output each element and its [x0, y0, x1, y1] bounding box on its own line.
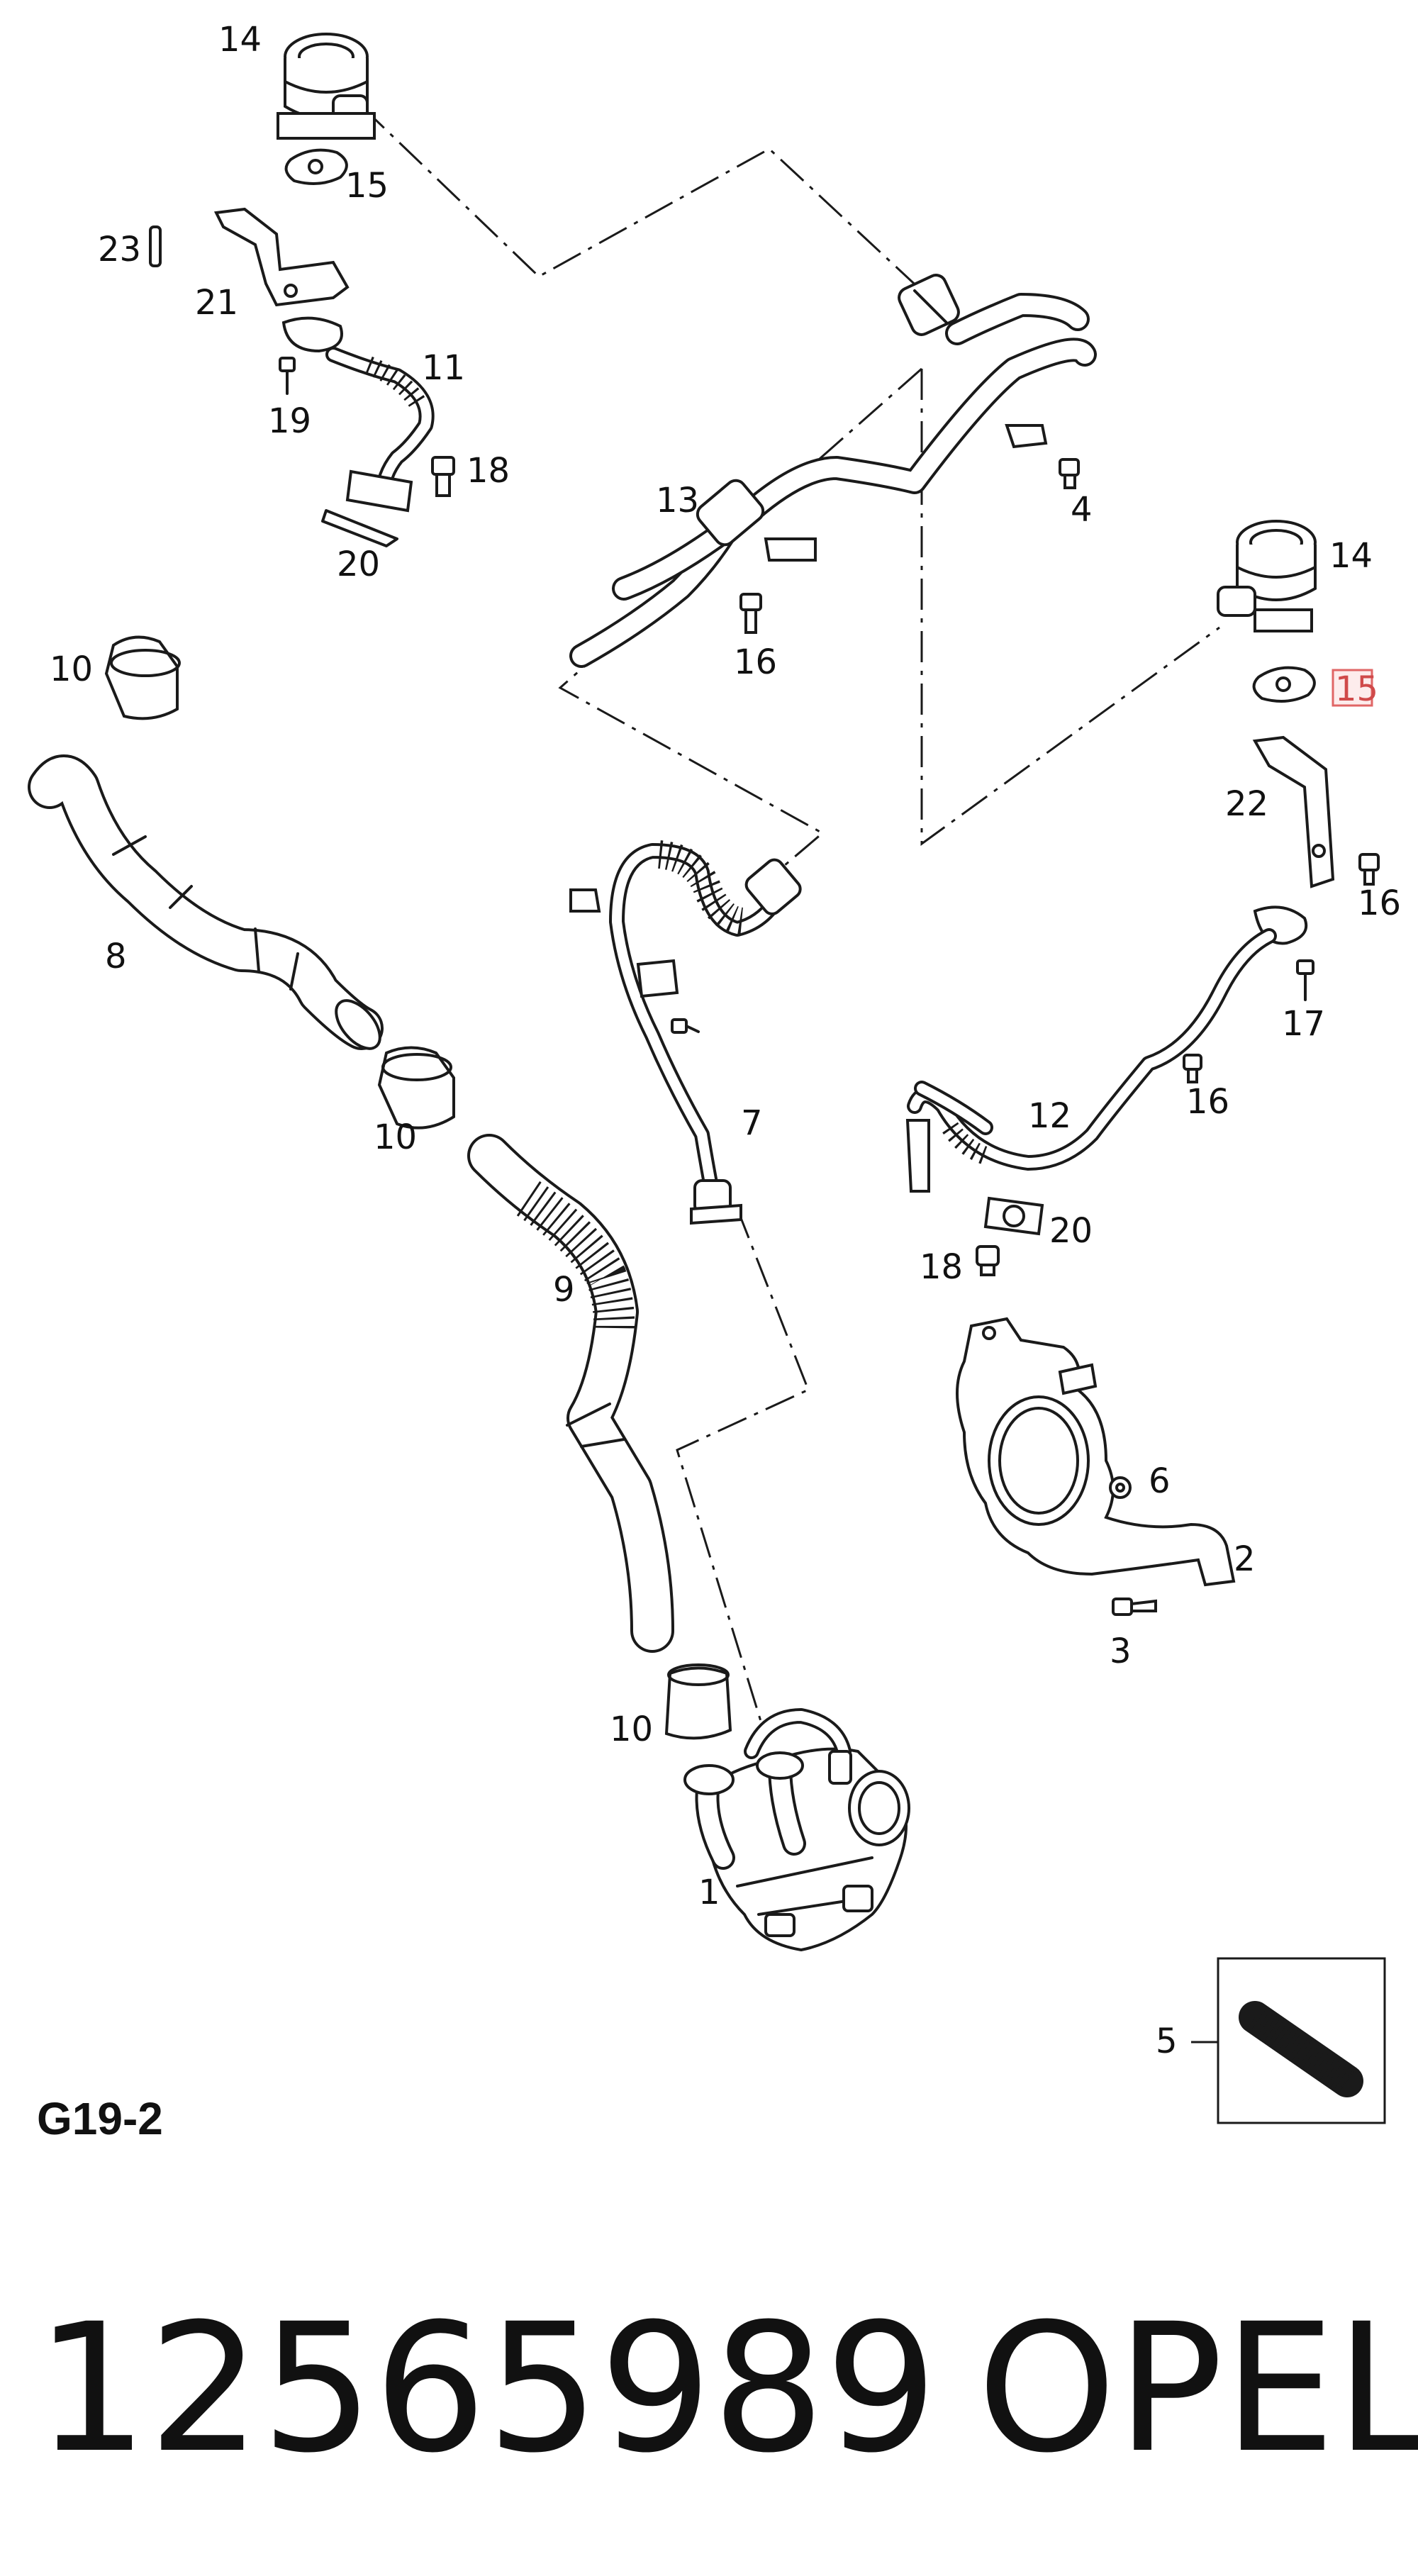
callout-14: 14: [218, 20, 262, 60]
part-9-hose: [467, 1134, 674, 1653]
callout-20: 20: [337, 545, 380, 584]
callout-16: 16: [1186, 1082, 1229, 1122]
part-15-gasket-upper: [284, 148, 348, 185]
callout-6: 6: [1149, 1461, 1171, 1501]
callout-18: 18: [920, 1247, 963, 1287]
callout-16: 16: [1358, 883, 1401, 923]
part-5-spring-sleeve: [1239, 2001, 1363, 2097]
brand-name: OPEL: [977, 2285, 1418, 2492]
part-22-bracket: [1252, 735, 1335, 888]
part-10-cap-lower: [664, 1663, 732, 1740]
callout-3: 3: [1110, 1632, 1132, 1671]
part-number: 12565989: [35, 2285, 937, 2492]
callout-15-highlighted: 15: [1335, 669, 1378, 709]
assembly-dash-lines: [360, 105, 1220, 1738]
callout-10: 10: [50, 649, 93, 689]
callout-11: 11: [422, 348, 465, 388]
callout-1: 1: [698, 1873, 720, 1912]
callout-20: 20: [1049, 1211, 1093, 1251]
callout-14: 14: [1329, 536, 1373, 576]
callout-12: 12: [1028, 1096, 1071, 1136]
part-1-housing: [683, 1708, 910, 1952]
part-14-air-valve-upper: [277, 33, 376, 140]
highlight-box-15: [1332, 669, 1373, 707]
callout-4: 4: [1071, 490, 1093, 530]
part-16-bolt-right-lower: [1183, 1054, 1202, 1083]
callout-labels: 14 15 23 21 11 19 18 20 13 4 16 14 15 22…: [50, 20, 1401, 2061]
callout-18: 18: [467, 451, 510, 491]
part-21-bracket: [213, 207, 350, 307]
callout-5: 5: [1156, 2022, 1178, 2061]
part-11-pipe: [281, 316, 435, 513]
part-19-bolt: [279, 357, 296, 395]
part-23-clip: [149, 225, 162, 267]
part-6-nut: [1109, 1476, 1132, 1499]
part-7-hose: [569, 840, 802, 1225]
callout-21: 21: [195, 283, 238, 323]
part-14-air-valve-right: [1217, 520, 1317, 632]
part-5-inset: [1191, 1957, 1386, 2124]
callout-16: 16: [734, 642, 777, 682]
callout-9: 9: [553, 1270, 575, 1310]
part-16-bolt-right-upper: [1358, 853, 1380, 886]
callout-17: 17: [1282, 1004, 1325, 1044]
part-16-bolt-centre: [739, 593, 762, 634]
callout-2: 2: [1234, 1539, 1256, 1579]
callout-13: 13: [656, 481, 699, 520]
part-20-gasket-upper: [321, 509, 398, 547]
page-code: G19-2: [37, 2093, 163, 2144]
part-2-bracket-plate: [956, 1317, 1236, 1587]
part-4-bolt: [1059, 458, 1080, 489]
part-3-bolt: [1112, 1598, 1157, 1616]
callout-22: 22: [1225, 784, 1268, 824]
part-18-bolt-lower: [976, 1245, 1000, 1276]
part-13-tube-assembly: [569, 274, 1097, 668]
part-17-bolt: [1296, 959, 1314, 1001]
callout-7: 7: [741, 1103, 763, 1143]
part-12-pipe: [905, 905, 1308, 1236]
part-10-cap-middle: [377, 1046, 455, 1130]
part-8-hose: [28, 754, 384, 1050]
callout-19: 19: [268, 401, 311, 441]
part-7-bolt: [671, 1018, 700, 1034]
callout-8: 8: [105, 937, 127, 976]
part-18-bolt-upper: [431, 456, 455, 497]
part-15-gasket-right: [1252, 666, 1316, 703]
callout-23: 23: [98, 230, 141, 269]
part-10-cap-upper: [104, 635, 181, 720]
callout-10: 10: [610, 1710, 653, 1749]
callout-10: 10: [374, 1117, 417, 1157]
callout-15: 15: [345, 166, 389, 206]
